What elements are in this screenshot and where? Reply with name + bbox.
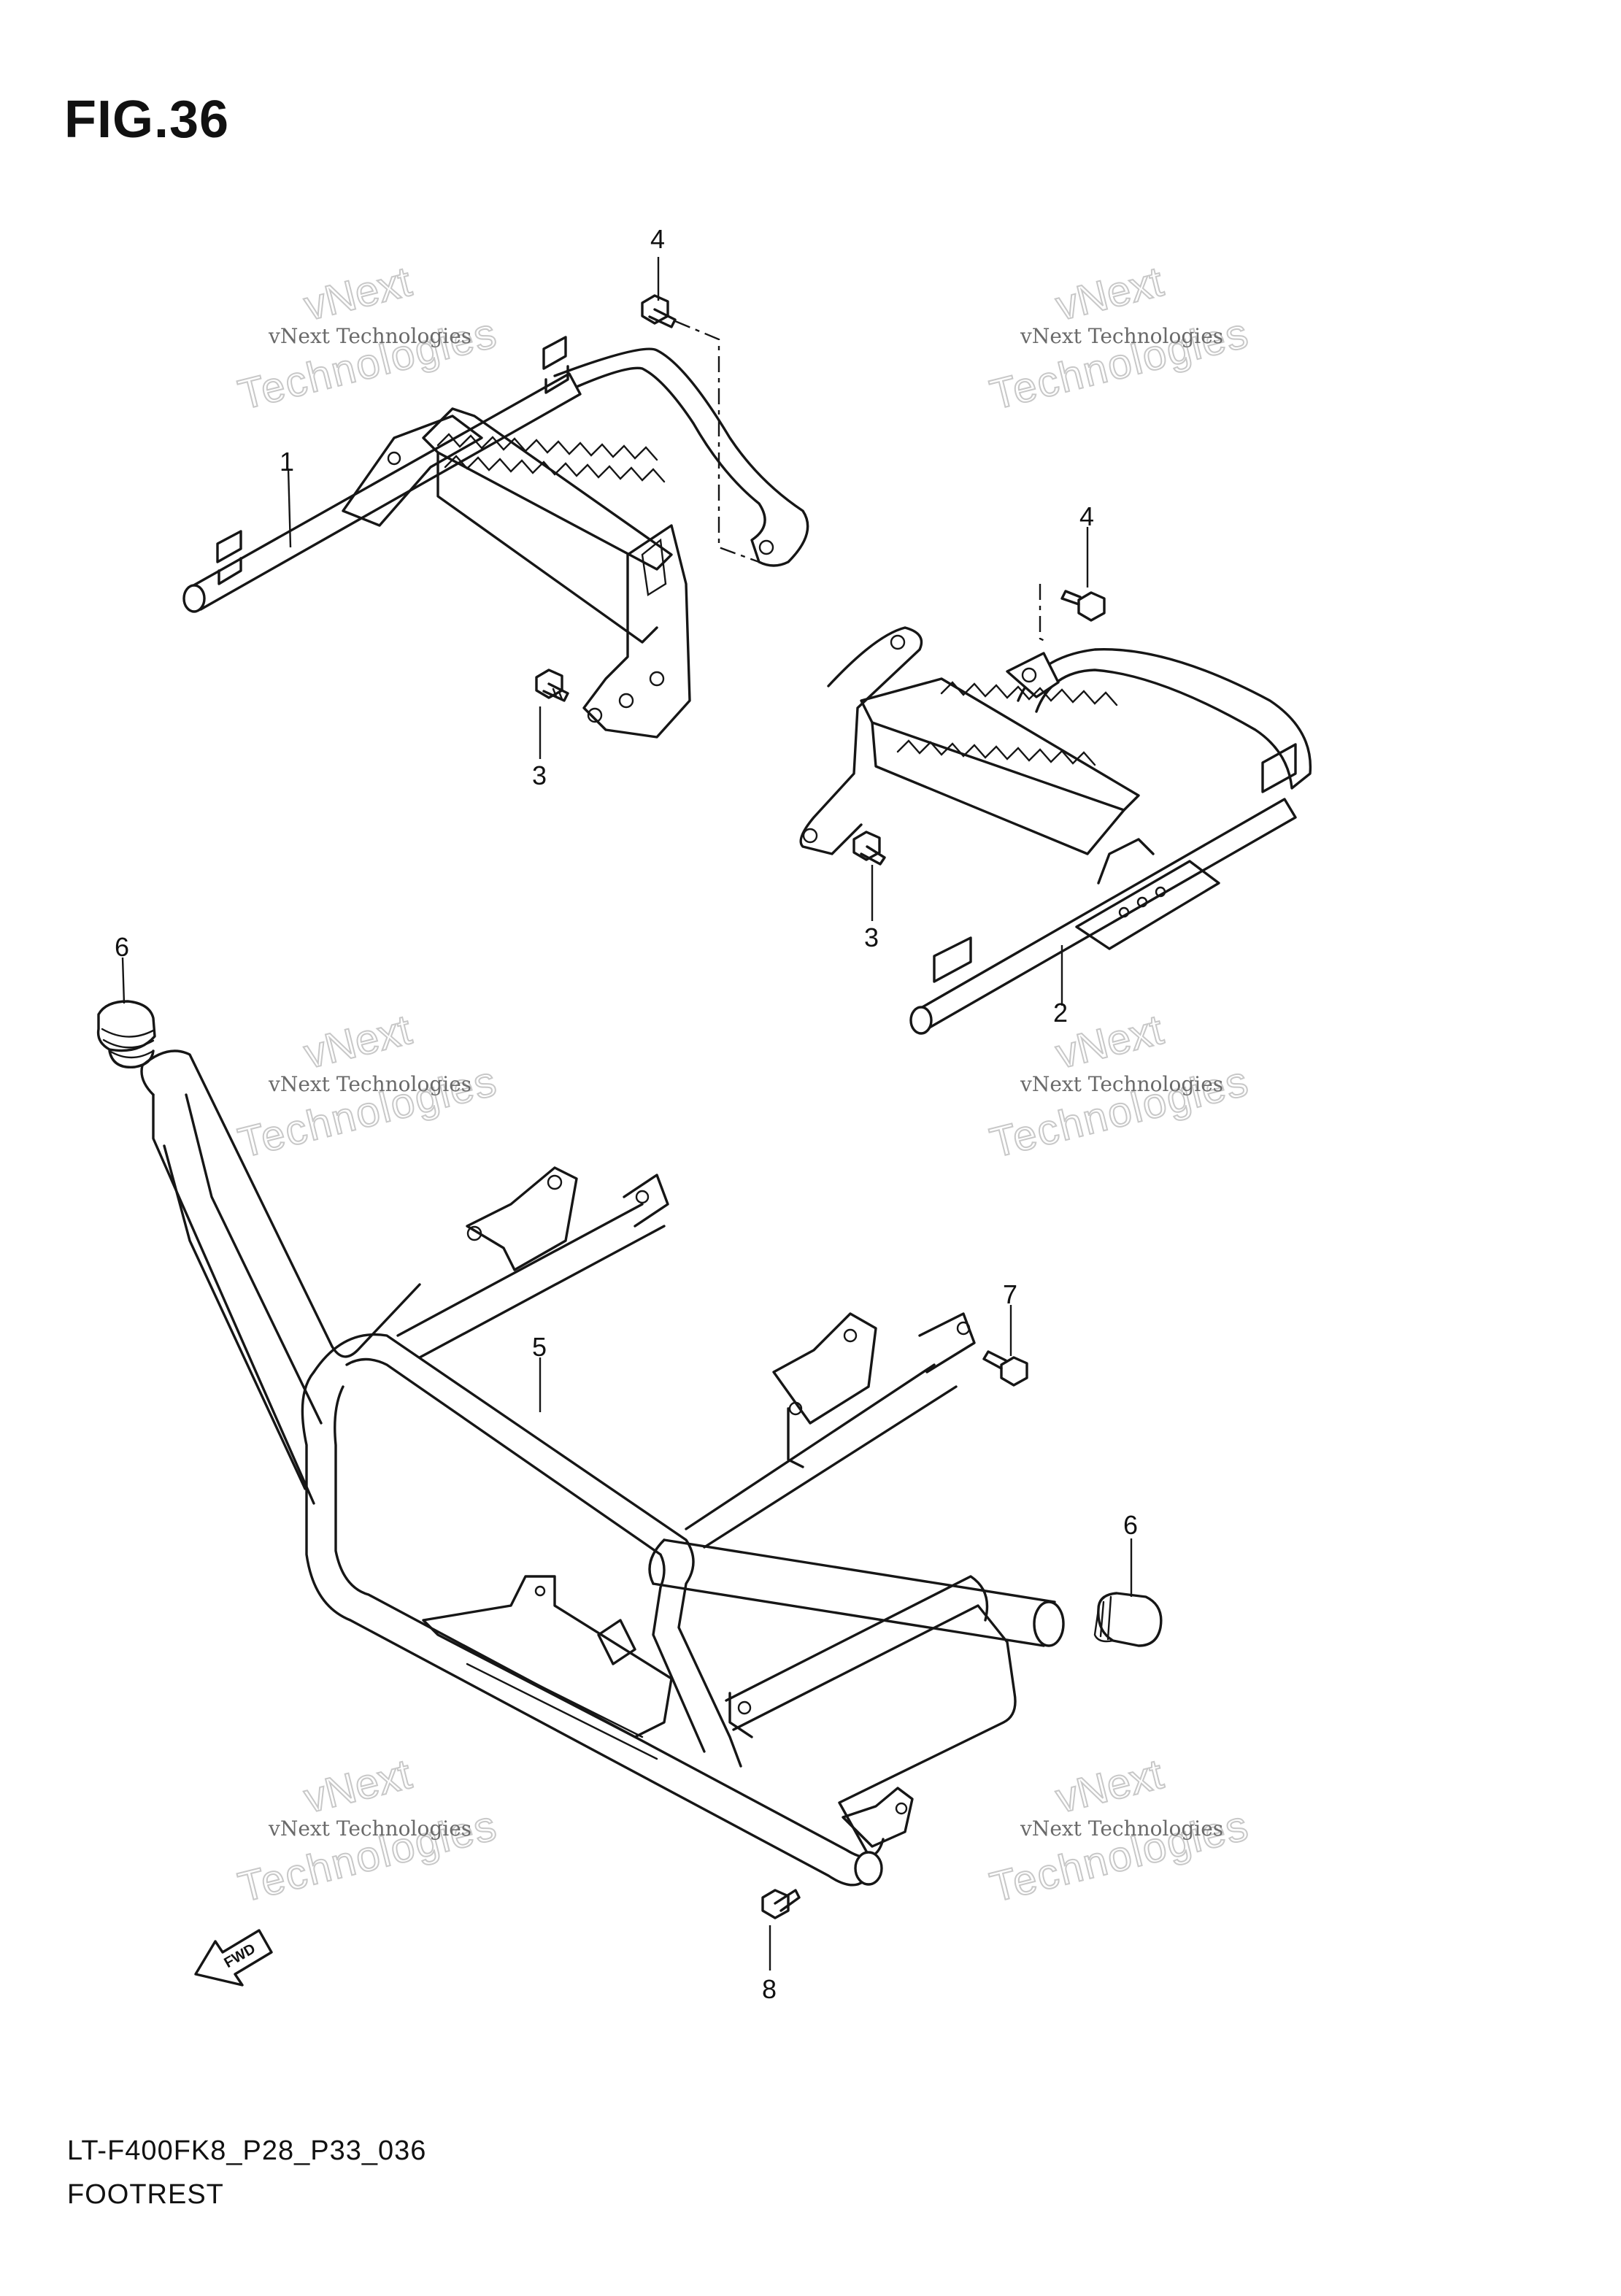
bolt-part-4-right[interactable]: [1060, 590, 1106, 622]
callout-7: 7: [1003, 1279, 1017, 1309]
footrest-left-part-1[interactable]: [182, 336, 809, 739]
plug-part-6-left[interactable]: [96, 1000, 156, 1069]
callout-3-right: 3: [864, 922, 879, 952]
footrest-right-part-2[interactable]: [799, 626, 1312, 1035]
model-code: LT-F400FK8_P28_P33_036: [67, 2135, 427, 2166]
callout-6-right: 6: [1123, 1510, 1138, 1540]
bolt-part-7[interactable]: [982, 1350, 1028, 1387]
guard-frame-part-5[interactable]: [140, 1049, 1065, 1887]
section-name: FOOTREST: [67, 2179, 224, 2210]
callout-4-right: 4: [1079, 501, 1094, 531]
forward-direction-arrow: FWD: [194, 1929, 273, 1987]
figure-title: FIG.36: [64, 90, 230, 149]
bolt-part-4-upper[interactable]: [641, 294, 677, 328]
callout-1: 1: [280, 447, 294, 477]
plug-part-6-right[interactable]: [1093, 1592, 1163, 1647]
leader-lines: [121, 257, 1133, 1971]
bolt-part-3-right[interactable]: [852, 831, 886, 866]
callout-4-upper: 4: [650, 224, 665, 254]
callout-2: 2: [1053, 998, 1068, 1028]
callout-6-left: 6: [115, 932, 129, 962]
callout-3-left: 3: [532, 760, 547, 790]
callout-5: 5: [532, 1332, 547, 1362]
bolt-part-8[interactable]: [761, 1889, 801, 1919]
callout-8: 8: [762, 1974, 777, 2004]
bolt-part-3-left[interactable]: [535, 669, 569, 702]
